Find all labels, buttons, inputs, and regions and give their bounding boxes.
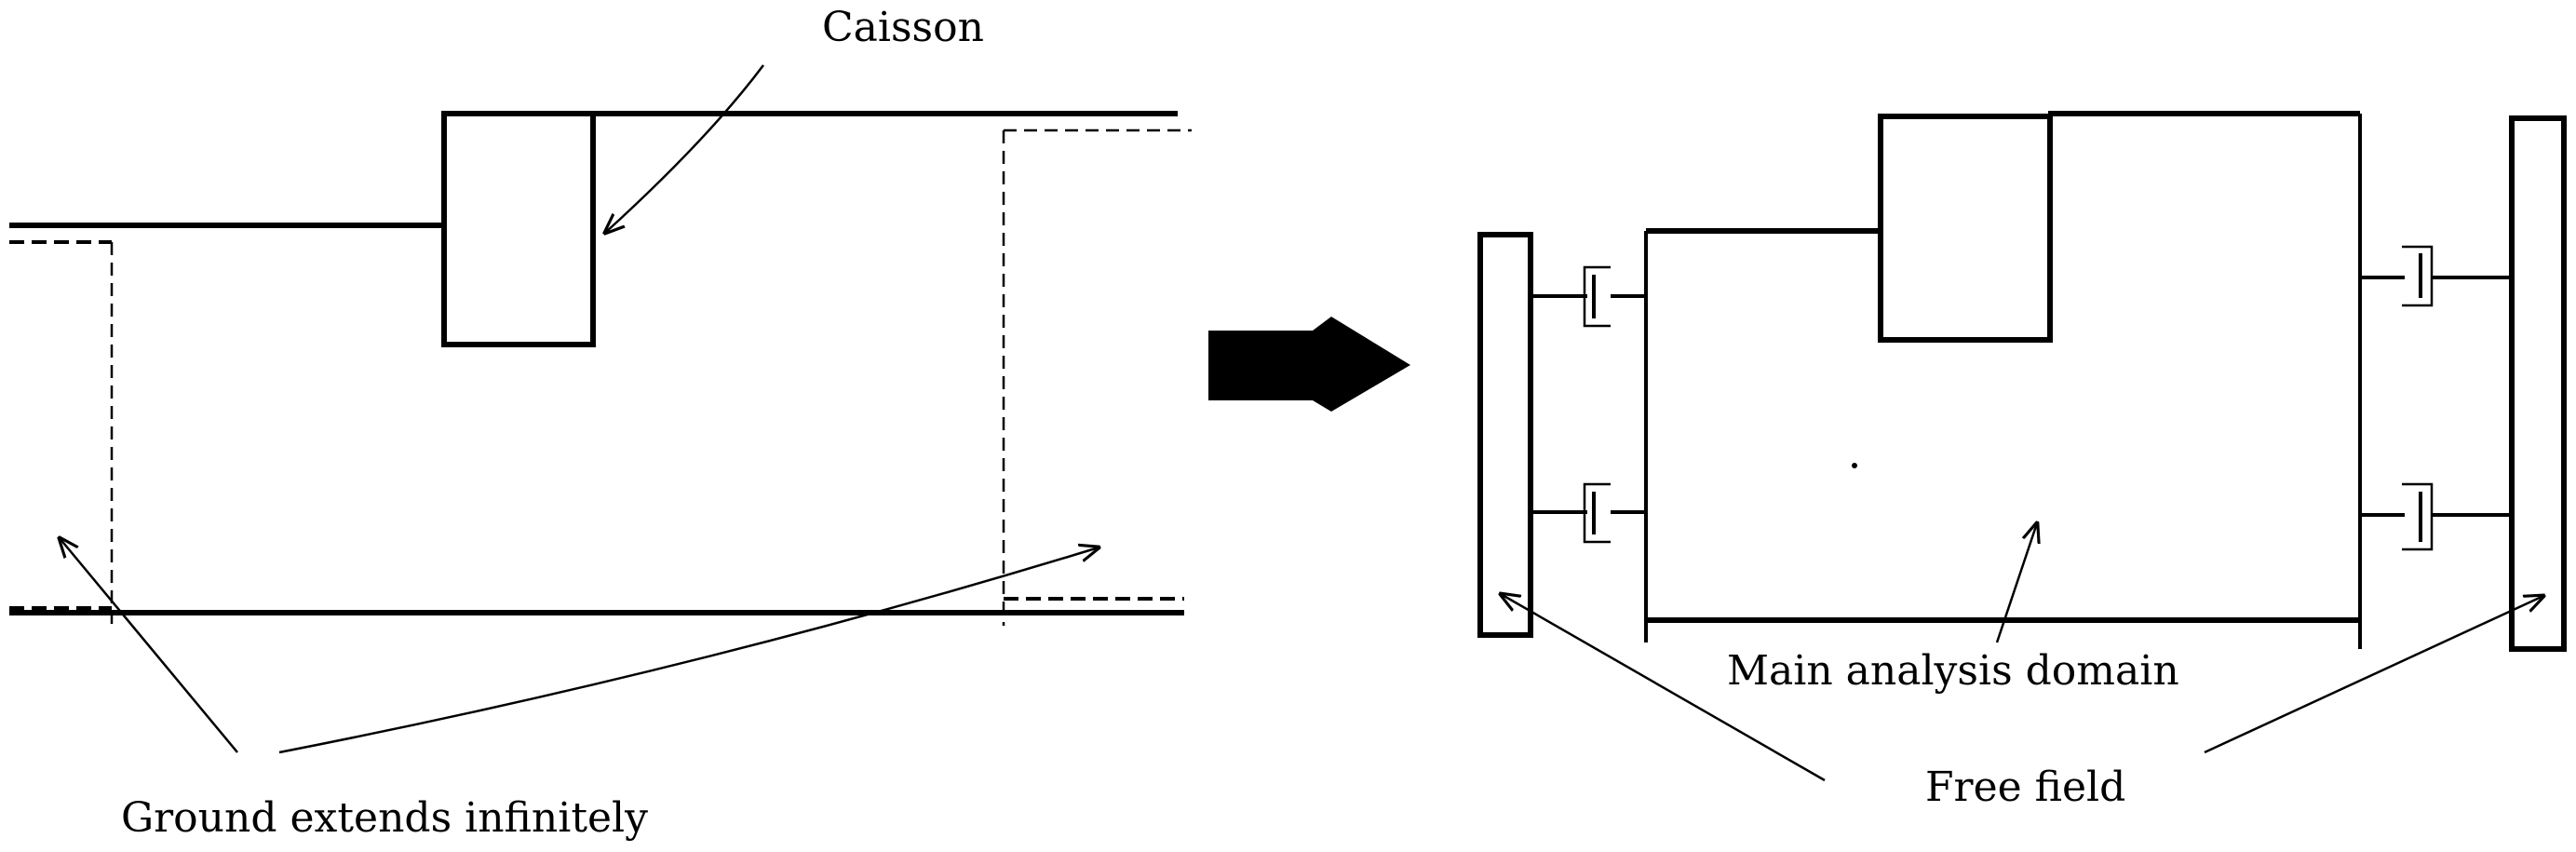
damper-left-upper [1531,265,1646,328]
caisson-pointer-arrow [605,64,764,233]
caisson-label: Caisson [822,4,984,51]
ground-pointer-arrow-left [60,538,238,753]
free-field-column-right [2509,115,2567,652]
free-field-pointer-arrow-right [2204,596,2543,754]
caisson-block-model [1878,114,2053,343]
main-domain-label: Main analysis domain [1727,647,2179,695]
right-panel: Main analysis domain Free field [1477,111,2567,811]
free-field-label: Free field [1925,764,2125,811]
caisson-block [441,111,596,347]
main-domain-pointer-arrow [1995,523,2037,643]
ground-label: Ground extends infinitely [121,794,648,842]
damper-right-upper [2360,245,2512,307]
domain-dot [1852,463,1857,468]
free-field-column-left [1477,232,1533,638]
block-arrow-icon [1208,317,1410,412]
free-field-pointer-arrow-left [1501,594,1826,782]
ground-pointer-arrow-right [278,548,1099,754]
damper-left-lower [1531,482,1646,544]
damper-right-lower [2360,482,2512,551]
left-panel: Caisson Ground extends infinitely [9,4,1192,842]
